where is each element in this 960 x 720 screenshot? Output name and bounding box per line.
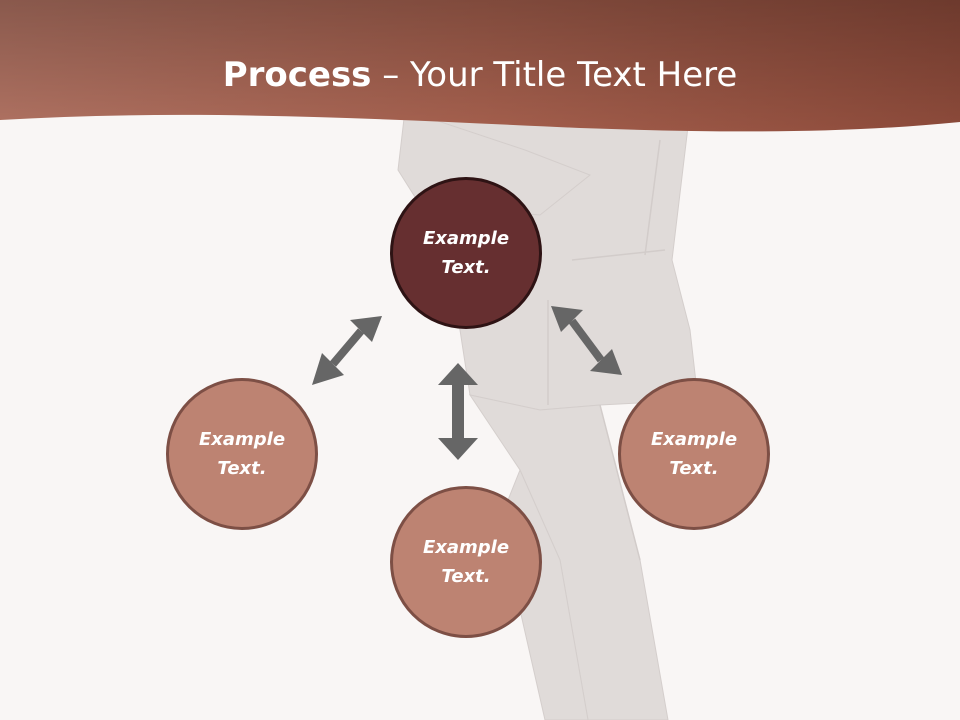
header-band: [0, 0, 960, 132]
title-bold: Process: [222, 55, 372, 95]
title-rest: – Your Title Text Here: [371, 55, 738, 95]
left-node: Example Text.: [166, 378, 318, 530]
bottom-node: Example Text.: [390, 486, 542, 638]
right-node: Example Text.: [618, 378, 770, 530]
center-node: Example Text.: [390, 177, 542, 329]
page-title: Process – Your Title Text Here: [0, 52, 960, 98]
